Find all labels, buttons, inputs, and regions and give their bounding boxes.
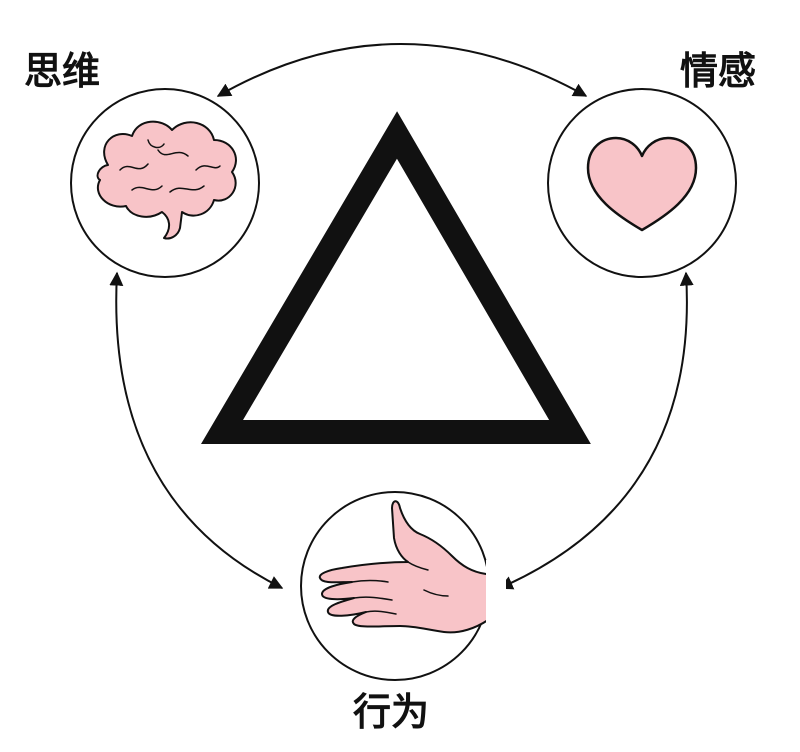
triangle-icon xyxy=(201,111,591,444)
feeling-label: 情感 xyxy=(680,49,757,93)
heart-icon xyxy=(586,136,698,232)
behavior-label: 行为 xyxy=(353,690,430,734)
brain-icon xyxy=(96,120,237,240)
arrow-thinking-behavior xyxy=(109,271,284,589)
hand-icon xyxy=(318,500,506,634)
arrow-feeling-behavior xyxy=(498,271,694,590)
thinking-label: 思维 xyxy=(24,49,101,93)
arrow-thinking-feeling xyxy=(216,43,588,97)
